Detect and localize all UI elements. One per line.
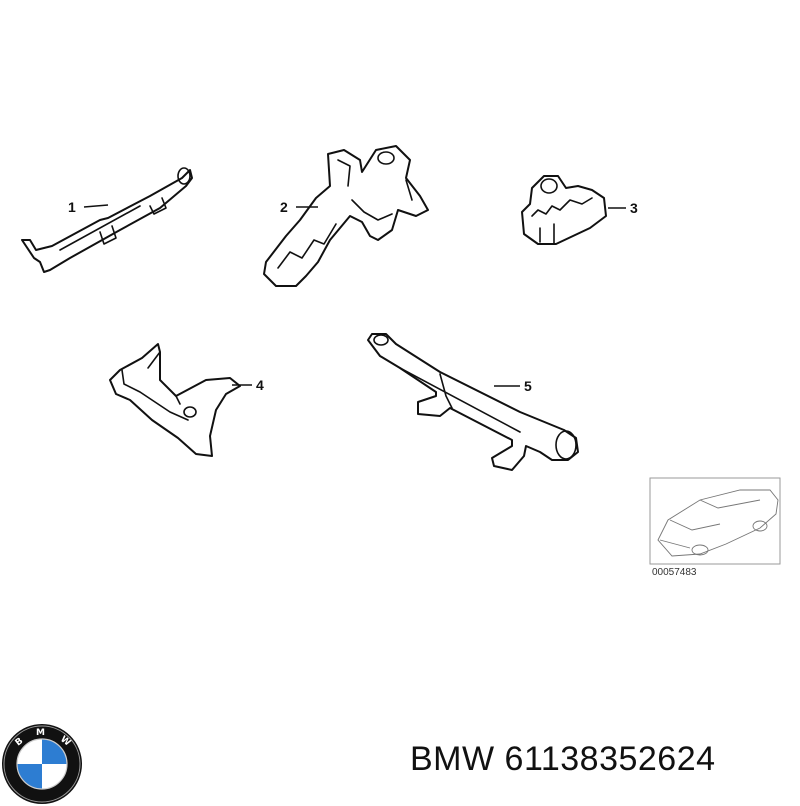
part-1-callout: 1: [68, 199, 76, 215]
vehicle-thumbnail: [649, 477, 781, 565]
brand-name: BMW: [410, 740, 495, 778]
bmw-logo: B M W: [2, 724, 82, 804]
svg-text:B: B: [14, 736, 26, 748]
part-2-drawing: [263, 145, 429, 287]
part-1-drawing: [21, 167, 193, 273]
part-number: 61138352624: [504, 740, 716, 778]
diagram-code: 00057483: [652, 567, 697, 578]
svg-text:M: M: [36, 728, 45, 738]
part-2-callout: 2: [280, 199, 288, 215]
part-5-callout: 5: [524, 378, 532, 394]
part-4-drawing: [109, 343, 241, 457]
part-5-drawing: [367, 333, 579, 471]
svg-text:W: W: [58, 734, 72, 748]
part-4-callout: 4: [256, 377, 264, 393]
part-3-drawing: [521, 175, 607, 245]
part-3-callout: 3: [630, 200, 638, 216]
part-caption: BMW 61138352624: [410, 740, 716, 779]
